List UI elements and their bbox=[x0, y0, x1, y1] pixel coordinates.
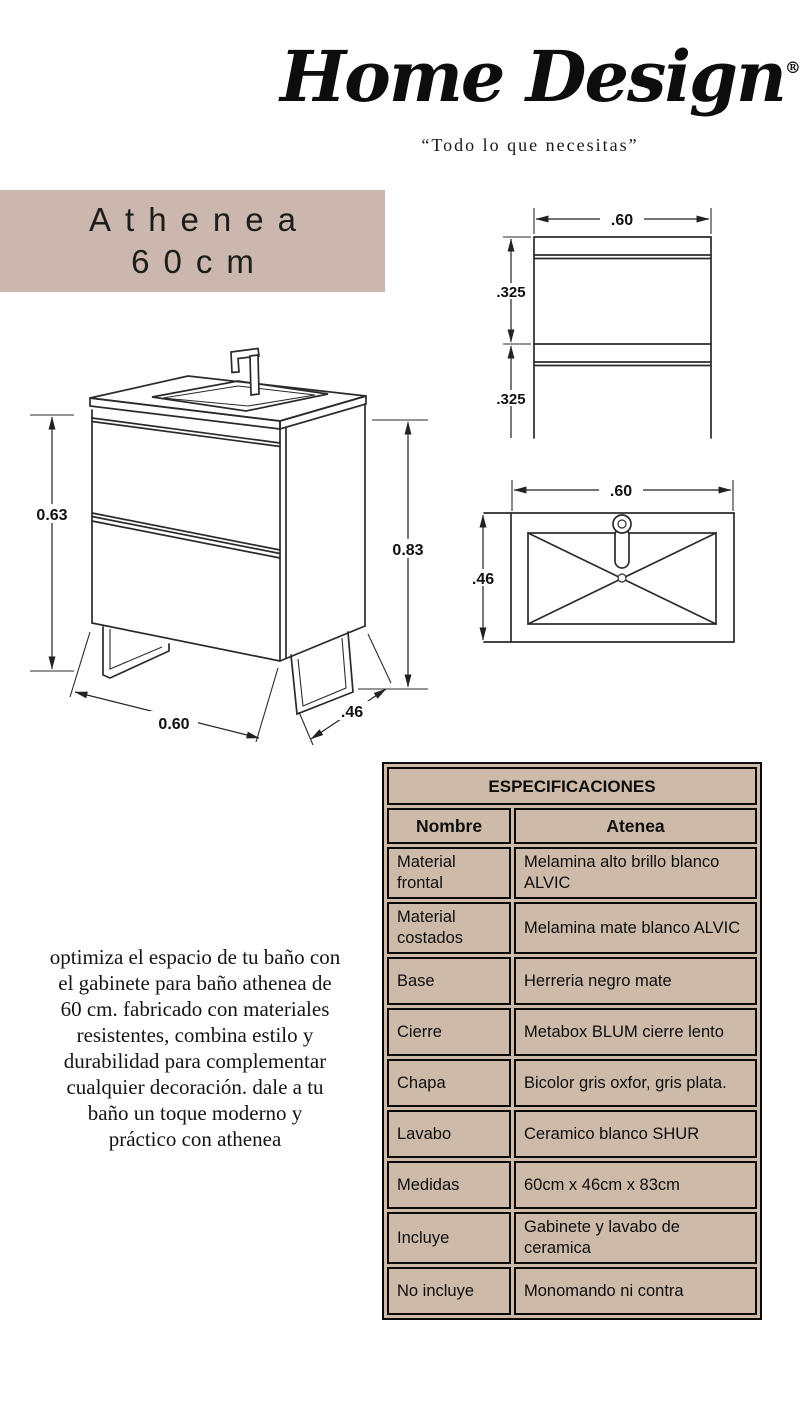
spec-label: Material frontal bbox=[387, 847, 511, 899]
description-line: 60 cm. fabricado con materiales bbox=[60, 997, 330, 1021]
front-view-labels: .60 .325 .325 bbox=[491, 210, 644, 408]
product-description: optimiza el espacio de tu baño con el ga… bbox=[0, 944, 390, 1152]
top-view-drawing: .60 .46 bbox=[463, 480, 735, 643]
iso-height-front-label: 0.63 bbox=[36, 507, 67, 524]
front-view-cabinet bbox=[533, 236, 712, 439]
spec-label: Medidas bbox=[387, 1161, 511, 1209]
table-row: Cierre Metabox BLUM cierre lento bbox=[387, 1008, 757, 1056]
spec-value: 60cm x 46cm x 83cm bbox=[514, 1161, 757, 1209]
iso-height-total-label: 0.83 bbox=[392, 542, 423, 559]
table-row: Lavabo Ceramico blanco SHUR bbox=[387, 1110, 757, 1158]
isometric-drawing: 0.63 0.83 0.60 .46 bbox=[30, 347, 431, 746]
iso-depth-label: .46 bbox=[341, 704, 363, 721]
registered-mark: ® bbox=[784, 58, 800, 77]
spec-value: Melamina alto brillo blanco ALVIC bbox=[514, 847, 757, 899]
topview-width-label: .60 bbox=[610, 483, 632, 500]
spec-label: Lavabo bbox=[387, 1110, 511, 1158]
spec-label: No incluye bbox=[387, 1267, 511, 1315]
table-row: Material frontal Melamina alto brillo bl… bbox=[387, 847, 757, 899]
description-line: práctico con athenea bbox=[108, 1127, 282, 1151]
spec-value: Herreria negro mate bbox=[514, 957, 757, 1005]
product-title-banner: Athenea 60cm bbox=[0, 190, 385, 292]
front-upper-drawer-label: .325 bbox=[496, 284, 525, 301]
table-title: ESPECIFICACIONES bbox=[387, 767, 757, 805]
iso-width-label: 0.60 bbox=[158, 716, 189, 733]
spec-label: Material costados bbox=[387, 902, 511, 954]
iso-dimensions bbox=[30, 414, 428, 746]
brand-tagline: “Todo lo que necesitas” bbox=[421, 135, 639, 155]
brand-logo: Home Design® “Todo lo que necesitas” bbox=[280, 14, 800, 156]
column-header-nombre: Nombre bbox=[387, 808, 511, 844]
description-line: optimiza el espacio de tu baño con bbox=[49, 945, 341, 969]
description-line: baño un toque moderno y bbox=[87, 1101, 303, 1125]
front-width-label: .60 bbox=[611, 212, 633, 229]
spec-value: Ceramico blanco SHUR bbox=[514, 1110, 757, 1158]
iso-cabinet bbox=[89, 347, 367, 716]
brand-text: Home Design bbox=[280, 35, 787, 118]
table-header-row: Nombre Atenea bbox=[387, 808, 757, 844]
iso-labels: 0.63 0.83 0.60 .46 bbox=[31, 504, 431, 733]
spec-label: Incluye bbox=[387, 1212, 511, 1264]
faucet-icon bbox=[230, 347, 260, 396]
faucet-slot bbox=[614, 527, 630, 569]
table-row: Material costados Melamina mate blanco A… bbox=[387, 902, 757, 954]
topview-depth-label: .46 bbox=[472, 571, 494, 588]
spec-label: Chapa bbox=[387, 1059, 511, 1107]
front-lower-drawer-label: .325 bbox=[496, 391, 525, 408]
spec-value: Gabinete y lavabo de ceramica bbox=[514, 1212, 757, 1264]
spec-label: Cierre bbox=[387, 1008, 511, 1056]
drain-center bbox=[617, 573, 627, 583]
product-size: 60cm bbox=[131, 243, 268, 280]
front-view-drawing: .60 .325 .325 bbox=[491, 208, 712, 439]
table-row: No incluye Monomando ni contra bbox=[387, 1267, 757, 1315]
product-name: Athenea bbox=[89, 201, 310, 238]
top-view-dimensions bbox=[479, 480, 734, 641]
table-title-row: ESPECIFICACIONES bbox=[387, 767, 757, 805]
table-row: Medidas 60cm x 46cm x 83cm bbox=[387, 1161, 757, 1209]
sink-basin bbox=[151, 380, 329, 412]
description-line: resistentes, combina estilo y bbox=[76, 1023, 314, 1047]
description-line: cualquier decoración. dale a tu bbox=[66, 1075, 324, 1099]
spec-value: Metabox BLUM cierre lento bbox=[514, 1008, 757, 1056]
column-header-atenea: Atenea bbox=[514, 808, 757, 844]
description-line: el gabinete para baño athenea de bbox=[58, 971, 332, 995]
spec-value: Bicolor gris oxfor, gris plata. bbox=[514, 1059, 757, 1107]
table-row: Chapa Bicolor gris oxfor, gris plata. bbox=[387, 1059, 757, 1107]
specifications-table: ESPECIFICACIONES Nombre Atenea Material … bbox=[382, 762, 762, 1320]
description-line: durabilidad para complementar bbox=[63, 1049, 327, 1073]
table-row: Incluye Gabinete y lavabo de ceramica bbox=[387, 1212, 757, 1264]
spec-value: Monomando ni contra bbox=[514, 1267, 757, 1315]
top-view-sink bbox=[483, 512, 735, 643]
table-row: Base Herreria negro mate bbox=[387, 957, 757, 1005]
spec-value: Melamina mate blanco ALVIC bbox=[514, 902, 757, 954]
brand-name: Home Design® bbox=[280, 14, 800, 131]
top-view-labels: .60 .46 bbox=[463, 481, 643, 588]
spec-label: Base bbox=[387, 957, 511, 1005]
metal-legs bbox=[102, 626, 354, 716]
